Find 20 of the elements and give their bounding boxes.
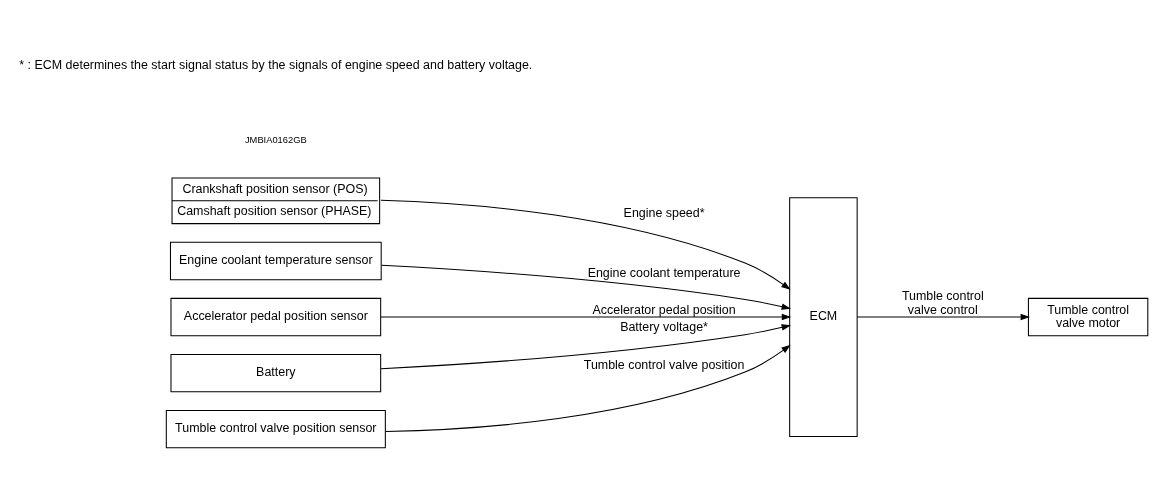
arrow xyxy=(380,313,792,320)
node-box: Tumble control valve position sensor xyxy=(165,409,386,448)
node-box: Accelerator pedal position sensor xyxy=(170,297,382,336)
edge-label: Engine coolant temperature xyxy=(587,265,741,280)
arrow xyxy=(380,323,791,369)
arrow xyxy=(380,199,791,290)
node-box: Battery xyxy=(170,353,382,392)
arrow xyxy=(380,264,791,310)
node-box: ECM xyxy=(789,196,858,437)
edge-label: Engine speed* xyxy=(623,205,705,220)
arrow xyxy=(385,344,791,432)
label: JMBIA0162GB xyxy=(244,134,307,145)
edge-label: Tumble control valve control xyxy=(901,288,984,317)
node-box: Tumble control valve motor xyxy=(1027,297,1149,336)
edge-label: Battery voltage* xyxy=(620,319,708,334)
edge-label: Tumble control valve position xyxy=(583,357,745,372)
node-box: Engine coolant temperature sensor xyxy=(169,241,382,280)
arrow xyxy=(856,313,1030,320)
edge-label: Accelerator pedal position xyxy=(592,302,736,317)
label: * : ECM determines the start signal status by the signals of engine speed and battery voltage. xyxy=(19,57,533,72)
